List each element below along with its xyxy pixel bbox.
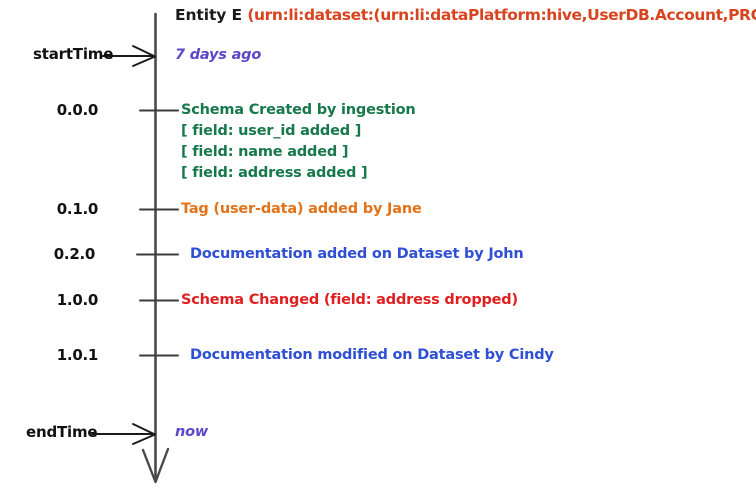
version-label-2: 0.2.0 [53,245,96,263]
end-time-arrow [91,423,156,445]
end-time-value: now [175,424,209,440]
entity-title-prefix: Entity E [175,6,248,24]
timeline-end-arrowhead [141,447,170,484]
entity-urn: (urn:li:dataset:(urn:li:dataPlatform:hiv… [247,6,756,24]
event-text-3: Schema Changed (field: address dropped) [181,292,518,308]
event-text-4: Documentation modified on Dataset by Cin… [190,347,554,363]
version-label-4: 1.0.1 [56,346,99,364]
version-label-0: 0.0.0 [56,101,99,119]
event-text-1: Tag (user-data) added by Jane [181,201,422,217]
end-time-label: endTime [26,423,98,441]
event-detail-0-1: [ field: name added ] [181,144,349,160]
event-text-2: Documentation added on Dataset by John [190,246,524,262]
event-detail-0-0: [ field: user_id added ] [181,123,362,139]
start-time-value: 7 days ago [175,47,262,63]
diagram-title: Entity E (urn:li:dataset:(urn:li:dataPla… [175,6,756,24]
event-text-0: Schema Created by ingestion [181,102,416,118]
version-label-3: 1.0.0 [56,291,99,309]
start-time-arrow [100,45,156,67]
version-label-1: 0.1.0 [56,200,99,218]
event-detail-0-2: [ field: address added ] [181,165,368,181]
start-time-label: startTime [33,45,114,63]
